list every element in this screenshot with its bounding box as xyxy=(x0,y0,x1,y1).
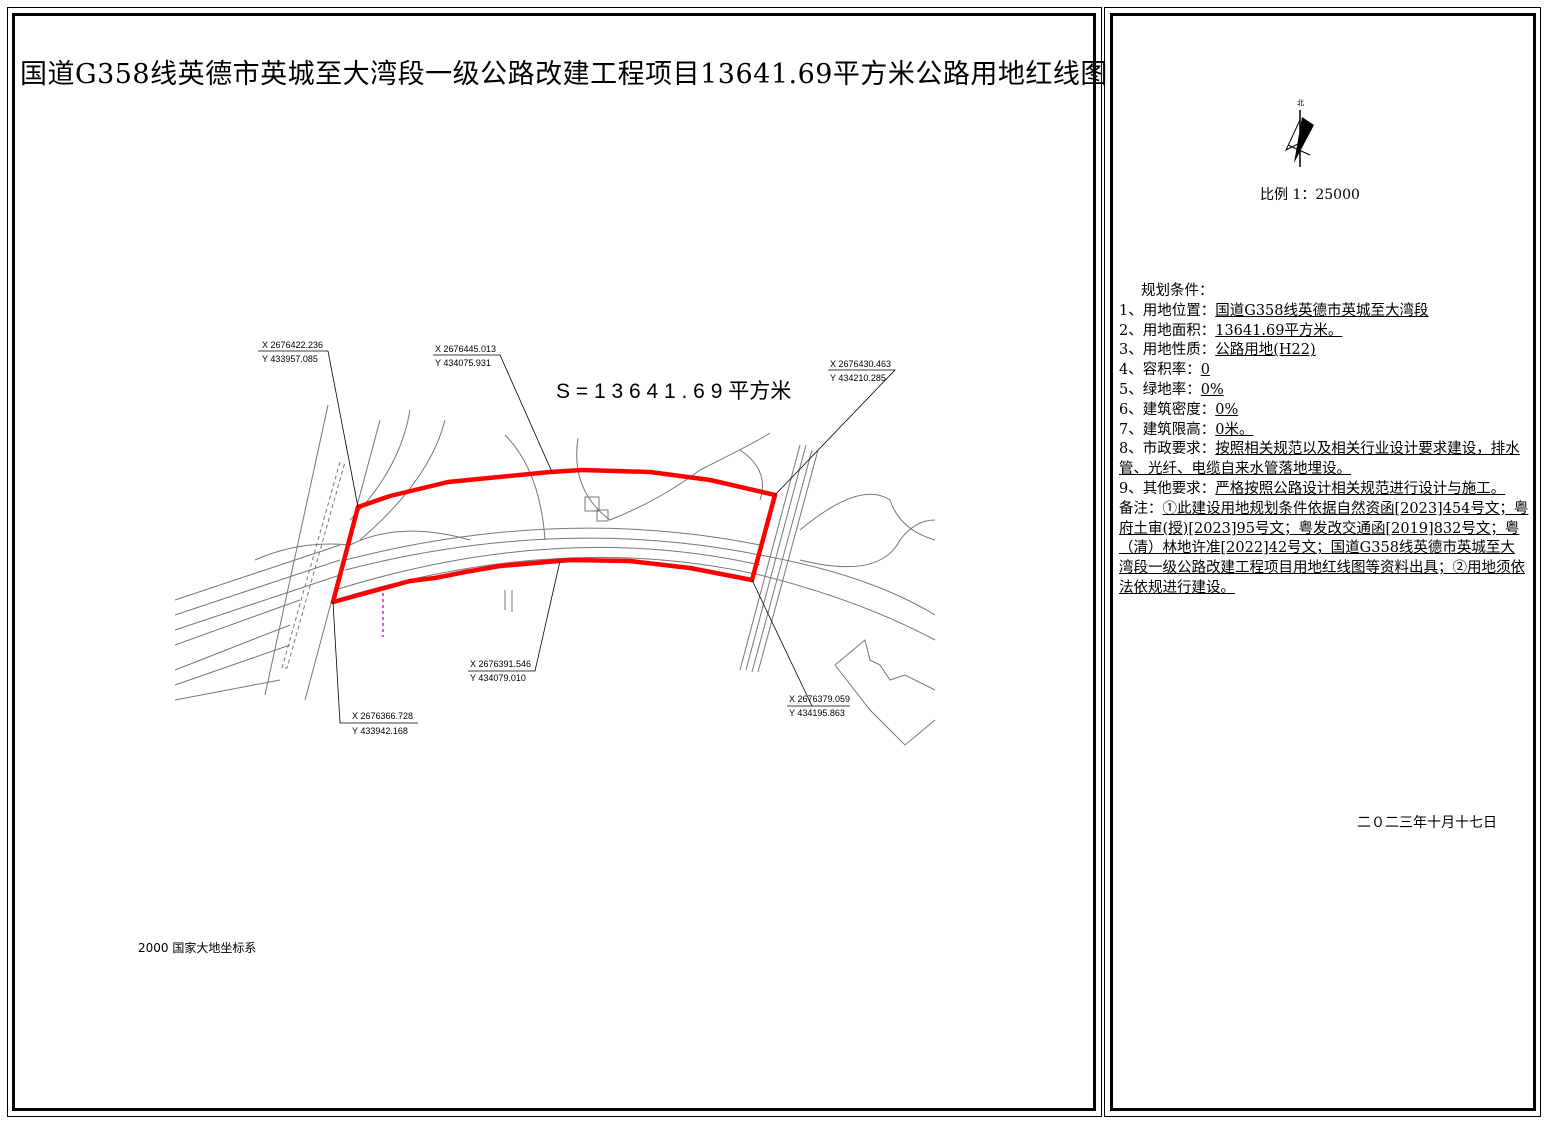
condition-value: 0% xyxy=(1215,401,1239,418)
legend-frame xyxy=(1110,13,1536,1111)
land-boundary-redline xyxy=(330,467,778,605)
condition-value: 0 xyxy=(1200,362,1210,379)
site-map: X 2676422.236 Y 433957.085 X 2676445.013… xyxy=(174,340,936,746)
condition-item: 3、用地性质：公路用地(H22) xyxy=(1119,341,1529,361)
condition-item: 9、其他要求：严格按照公路设计相关规范进行设计与施工。 xyxy=(1119,480,1529,500)
condition-value: 公路用地(H22) xyxy=(1215,342,1316,359)
north-arrow-icon: 北 xyxy=(1284,99,1314,167)
condition-label: 9、其他要求： xyxy=(1119,480,1216,497)
condition-label: 8、市政要求： xyxy=(1119,441,1216,458)
north-label: 北 xyxy=(1297,99,1304,107)
drawing-title: 国道G358线英德市英城至大湾段一级公路改建工程项目13641.69平方米公路用… xyxy=(20,59,1108,90)
condition-label: 4、容积率： xyxy=(1119,362,1201,379)
condition-item: 7、建筑限高：0米。 xyxy=(1119,421,1529,441)
point-3-x: X 2676430.463 xyxy=(830,359,891,369)
condition-label: 备注： xyxy=(1119,500,1163,517)
point-4-x: X 2676379.059 xyxy=(789,694,850,704)
condition-value: 13641.69平方米。 xyxy=(1215,322,1343,339)
condition-label: 2、用地面积： xyxy=(1119,322,1216,339)
point-4-y: Y 434195.863 xyxy=(789,708,845,718)
base-map-lines xyxy=(174,404,936,746)
point-6-y: Y 433942.168 xyxy=(352,726,408,736)
point-5-x: X 2676391.546 xyxy=(470,659,531,669)
condition-label: 1、用地位置： xyxy=(1119,302,1216,319)
condition-value: 0% xyxy=(1200,381,1224,398)
condition-value: ①此建设用地规划条件依据自然资函[2023]454号文；粤府土审(授)[2023… xyxy=(1119,500,1529,596)
condition-value: 国道G358线英德市英城至大湾段 xyxy=(1215,302,1429,319)
planning-conditions: 规划条件： 1、用地位置：国道G358线英德市英城至大湾段 2、用地面积：136… xyxy=(1119,282,1529,599)
condition-label: 7、建筑限高： xyxy=(1119,421,1216,438)
point-6-x: X 2676366.728 xyxy=(352,711,413,721)
condition-value: 严格按照公路设计相关规范进行设计与施工。 xyxy=(1215,480,1506,497)
condition-label: 5、绿地率： xyxy=(1119,381,1201,398)
point-3-y: Y 434210.285 xyxy=(830,373,886,383)
condition-item: 2、用地面积：13641.69平方米。 xyxy=(1119,322,1529,342)
condition-label: 3、用地性质： xyxy=(1119,342,1216,359)
coordinate-system-label: 2000 国家大地坐标系 xyxy=(138,941,257,955)
condition-item: 5、绿地率：0% xyxy=(1119,381,1529,401)
drawing-frame xyxy=(12,13,1096,1111)
condition-label: 6、建筑密度： xyxy=(1119,401,1216,418)
point-1-y: Y 433957.085 xyxy=(262,354,318,364)
condition-item: 6、建筑密度：0% xyxy=(1119,401,1529,421)
point-5-y: Y 434079.010 xyxy=(470,673,526,683)
condition-item: 8、市政要求：按照相关规范以及相关行业设计要求建设，排水管、光纤、电缆自来水管落… xyxy=(1119,440,1529,480)
conditions-title: 规划条件： xyxy=(1141,283,1214,299)
drawing-frame-outer xyxy=(7,7,1102,1117)
scale-label: 比例 1：25000 xyxy=(1260,187,1360,203)
point-1-x: X 2676422.236 xyxy=(262,340,323,350)
condition-value: 按照相关规范以及相关行业设计要求建设，排水管、光纤、电缆自来水管落地埋设。 xyxy=(1119,441,1520,478)
condition-item: 1、用地位置：国道G358线英德市英城至大湾段 xyxy=(1119,302,1529,322)
condition-value: 0米。 xyxy=(1215,421,1254,438)
condition-item: 4、容积率：0 xyxy=(1119,361,1529,381)
coordinate-leaders xyxy=(258,350,896,724)
issue-date: 二０二三年十月十七日 xyxy=(1357,815,1497,831)
legend-frame-outer xyxy=(1104,7,1541,1117)
point-2-y: Y 434075.931 xyxy=(435,358,491,368)
area-label: S = 1 3 6 4 1 . 6 9 平方米 xyxy=(556,380,791,403)
condition-note: 备注：①此建设用地规划条件依据自然资函[2023]454号文；粤府土审(授)[2… xyxy=(1119,500,1529,599)
point-2-x: X 2676445.013 xyxy=(435,344,496,354)
